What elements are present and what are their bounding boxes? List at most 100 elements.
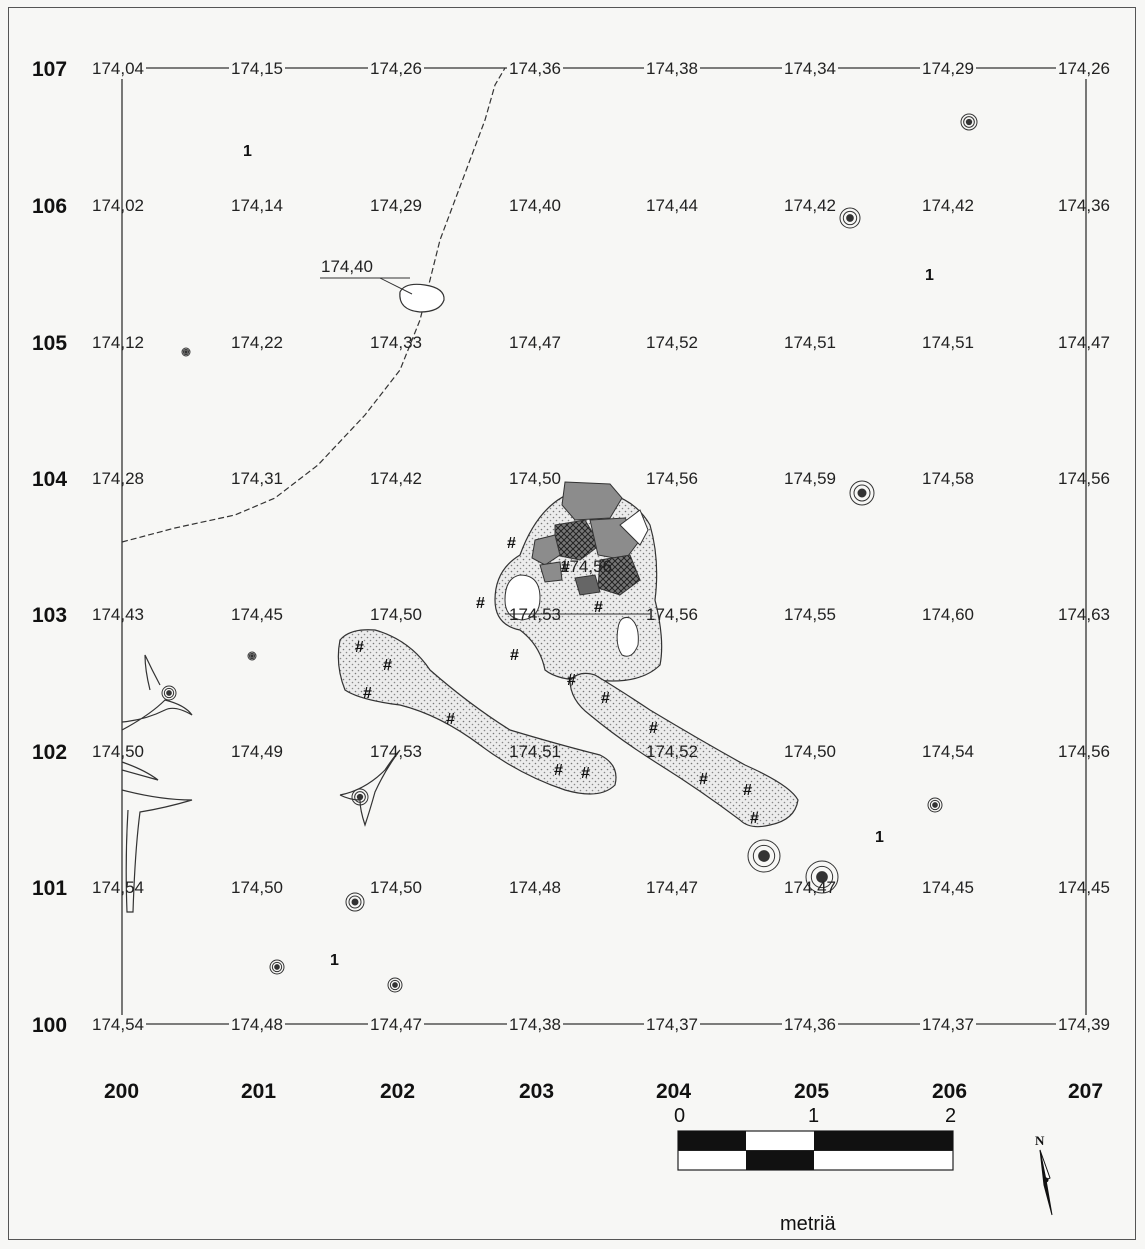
- elevation-101-203: 174,48: [509, 878, 561, 897]
- elevation-105-207: 174,47: [1058, 333, 1110, 352]
- hash-mark: #: [446, 711, 455, 728]
- elevation-106-201: 174,14: [231, 196, 283, 215]
- elevation-105-203: 174,47: [509, 333, 561, 352]
- elevation-101-200: 174,54: [92, 878, 144, 897]
- stone-elevation-label: 174,40: [321, 257, 373, 276]
- elevation-107-206: 174,29: [922, 59, 974, 78]
- row-label-103: 103: [32, 604, 67, 627]
- tree-spiral-icon: [849, 480, 875, 506]
- elevation-label-bg: [90, 59, 146, 79]
- tree-spiral-icon: [354, 791, 366, 803]
- elevation-100-203: 174,38: [509, 1015, 561, 1034]
- elevation-100-200: 174,54: [92, 1015, 144, 1034]
- elevation-100-202: 174,47: [370, 1015, 422, 1034]
- hash-mark: #: [581, 765, 590, 782]
- elevation-103-202: 174,50: [370, 605, 422, 624]
- elevation-105-205: 174,51: [784, 333, 836, 352]
- elevation-106-207: 174,36: [1058, 196, 1110, 215]
- elevation-102-206: 174,54: [922, 742, 974, 761]
- elevation-107-207: 174,26: [1058, 59, 1110, 78]
- column-label-202: 202: [380, 1080, 415, 1103]
- elevation-103-200: 174,43: [92, 605, 144, 624]
- elevation-label-bg: [920, 59, 976, 79]
- north-arrow-icon: N: [1035, 1133, 1053, 1216]
- elevation-label-bg: [644, 1015, 700, 1035]
- elevation-label-bg: [229, 1015, 285, 1035]
- elevation-101-207: 174,45: [1058, 878, 1110, 897]
- hash-mark: #: [750, 810, 759, 827]
- hash-marks: #################: [355, 535, 759, 827]
- elevation-label-bg: [368, 59, 424, 79]
- elevation-106-206: 174,42: [922, 196, 974, 215]
- hearth-elevation-label: 174,56: [560, 557, 612, 576]
- elevation-label-bg: [90, 1015, 146, 1035]
- elevation-103-204: 174,56: [646, 605, 698, 624]
- tree-spiral-icon: [810, 865, 834, 889]
- column-label-204: 204: [656, 1080, 691, 1103]
- elevation-101-201: 174,50: [231, 878, 283, 897]
- elevation-102-207: 174,56: [1058, 742, 1110, 761]
- tree-spiral-icon: [758, 850, 770, 862]
- row-label-101: 101: [32, 877, 67, 900]
- tree-spiral-icon: [184, 350, 188, 354]
- scale-bar: 0 1 2 metriä: [674, 1105, 956, 1235]
- hash-mark: #: [355, 639, 364, 656]
- elevation-104-202: 174,42: [370, 469, 422, 488]
- elevation-104-204: 174,56: [646, 469, 698, 488]
- elevation-107-203: 174,36: [509, 59, 561, 78]
- elevation-101-204: 174,47: [646, 878, 698, 897]
- hash-mark: #: [507, 535, 516, 552]
- tree-spiral-icon: [752, 844, 776, 868]
- find-number-mark: 1: [875, 829, 884, 846]
- hash-mark: #: [743, 782, 752, 799]
- stone-leader-line-2: [379, 277, 413, 295]
- elevation-102-202: 174,53: [370, 742, 422, 761]
- row-label-105: 105: [32, 332, 67, 355]
- root-features: [121, 654, 401, 913]
- hash-mark: #: [476, 595, 485, 612]
- map-frame: [8, 7, 1136, 1240]
- scale-label-2: 2: [945, 1105, 956, 1127]
- elevation-label-bg: [920, 1015, 976, 1035]
- elevation-100-201: 174,48: [231, 1015, 283, 1034]
- hearth-void-2: [616, 617, 639, 657]
- elevation-104-200: 174,28: [92, 469, 144, 488]
- row-label-106: 106: [32, 195, 67, 218]
- elevation-100-205: 174,36: [784, 1015, 836, 1034]
- elevation-102-201: 174,49: [231, 742, 283, 761]
- find-number-mark: 1: [243, 143, 252, 160]
- row-label-102: 102: [32, 741, 67, 764]
- elevation-107-202: 174,26: [370, 59, 422, 78]
- hash-mark: #: [594, 599, 603, 616]
- tree-spiral-icon: [846, 214, 854, 222]
- elevation-105-201: 174,22: [231, 333, 283, 352]
- elevation-label-bg: [782, 1015, 838, 1035]
- tree-spiral-icon: [389, 979, 401, 991]
- elevation-103-206: 174,60: [922, 605, 974, 624]
- trench-boundary: [121, 67, 506, 543]
- find-number-mark: 1: [925, 267, 934, 284]
- elevation-102-204: 174,52: [646, 742, 698, 761]
- elevation-107-205: 174,34: [784, 59, 836, 78]
- elevation-label-bg: [507, 59, 563, 79]
- north-label: N: [1035, 1133, 1045, 1148]
- elevation-label-bg: [1056, 59, 1112, 79]
- hash-mark: #: [554, 762, 563, 779]
- elevation-100-204: 174,37: [646, 1015, 698, 1034]
- elevation-101-206: 174,45: [922, 878, 974, 897]
- elevation-102-205: 174,50: [784, 742, 836, 761]
- elevation-105-206: 174,51: [922, 333, 974, 352]
- tree-spiral-icon: [960, 113, 978, 131]
- hash-mark: #: [510, 647, 519, 664]
- tree-spiral-icon: [163, 687, 175, 699]
- tree-spiral-icon: [166, 690, 172, 696]
- stipple-feature-east: [569, 672, 799, 828]
- tree-spiral-icon: [747, 839, 781, 873]
- tree-spiral-icon: [929, 799, 941, 811]
- elevation-103-207: 174,63: [1058, 605, 1110, 624]
- elevation-107-204: 174,38: [646, 59, 698, 78]
- row-label-100: 100: [32, 1014, 67, 1037]
